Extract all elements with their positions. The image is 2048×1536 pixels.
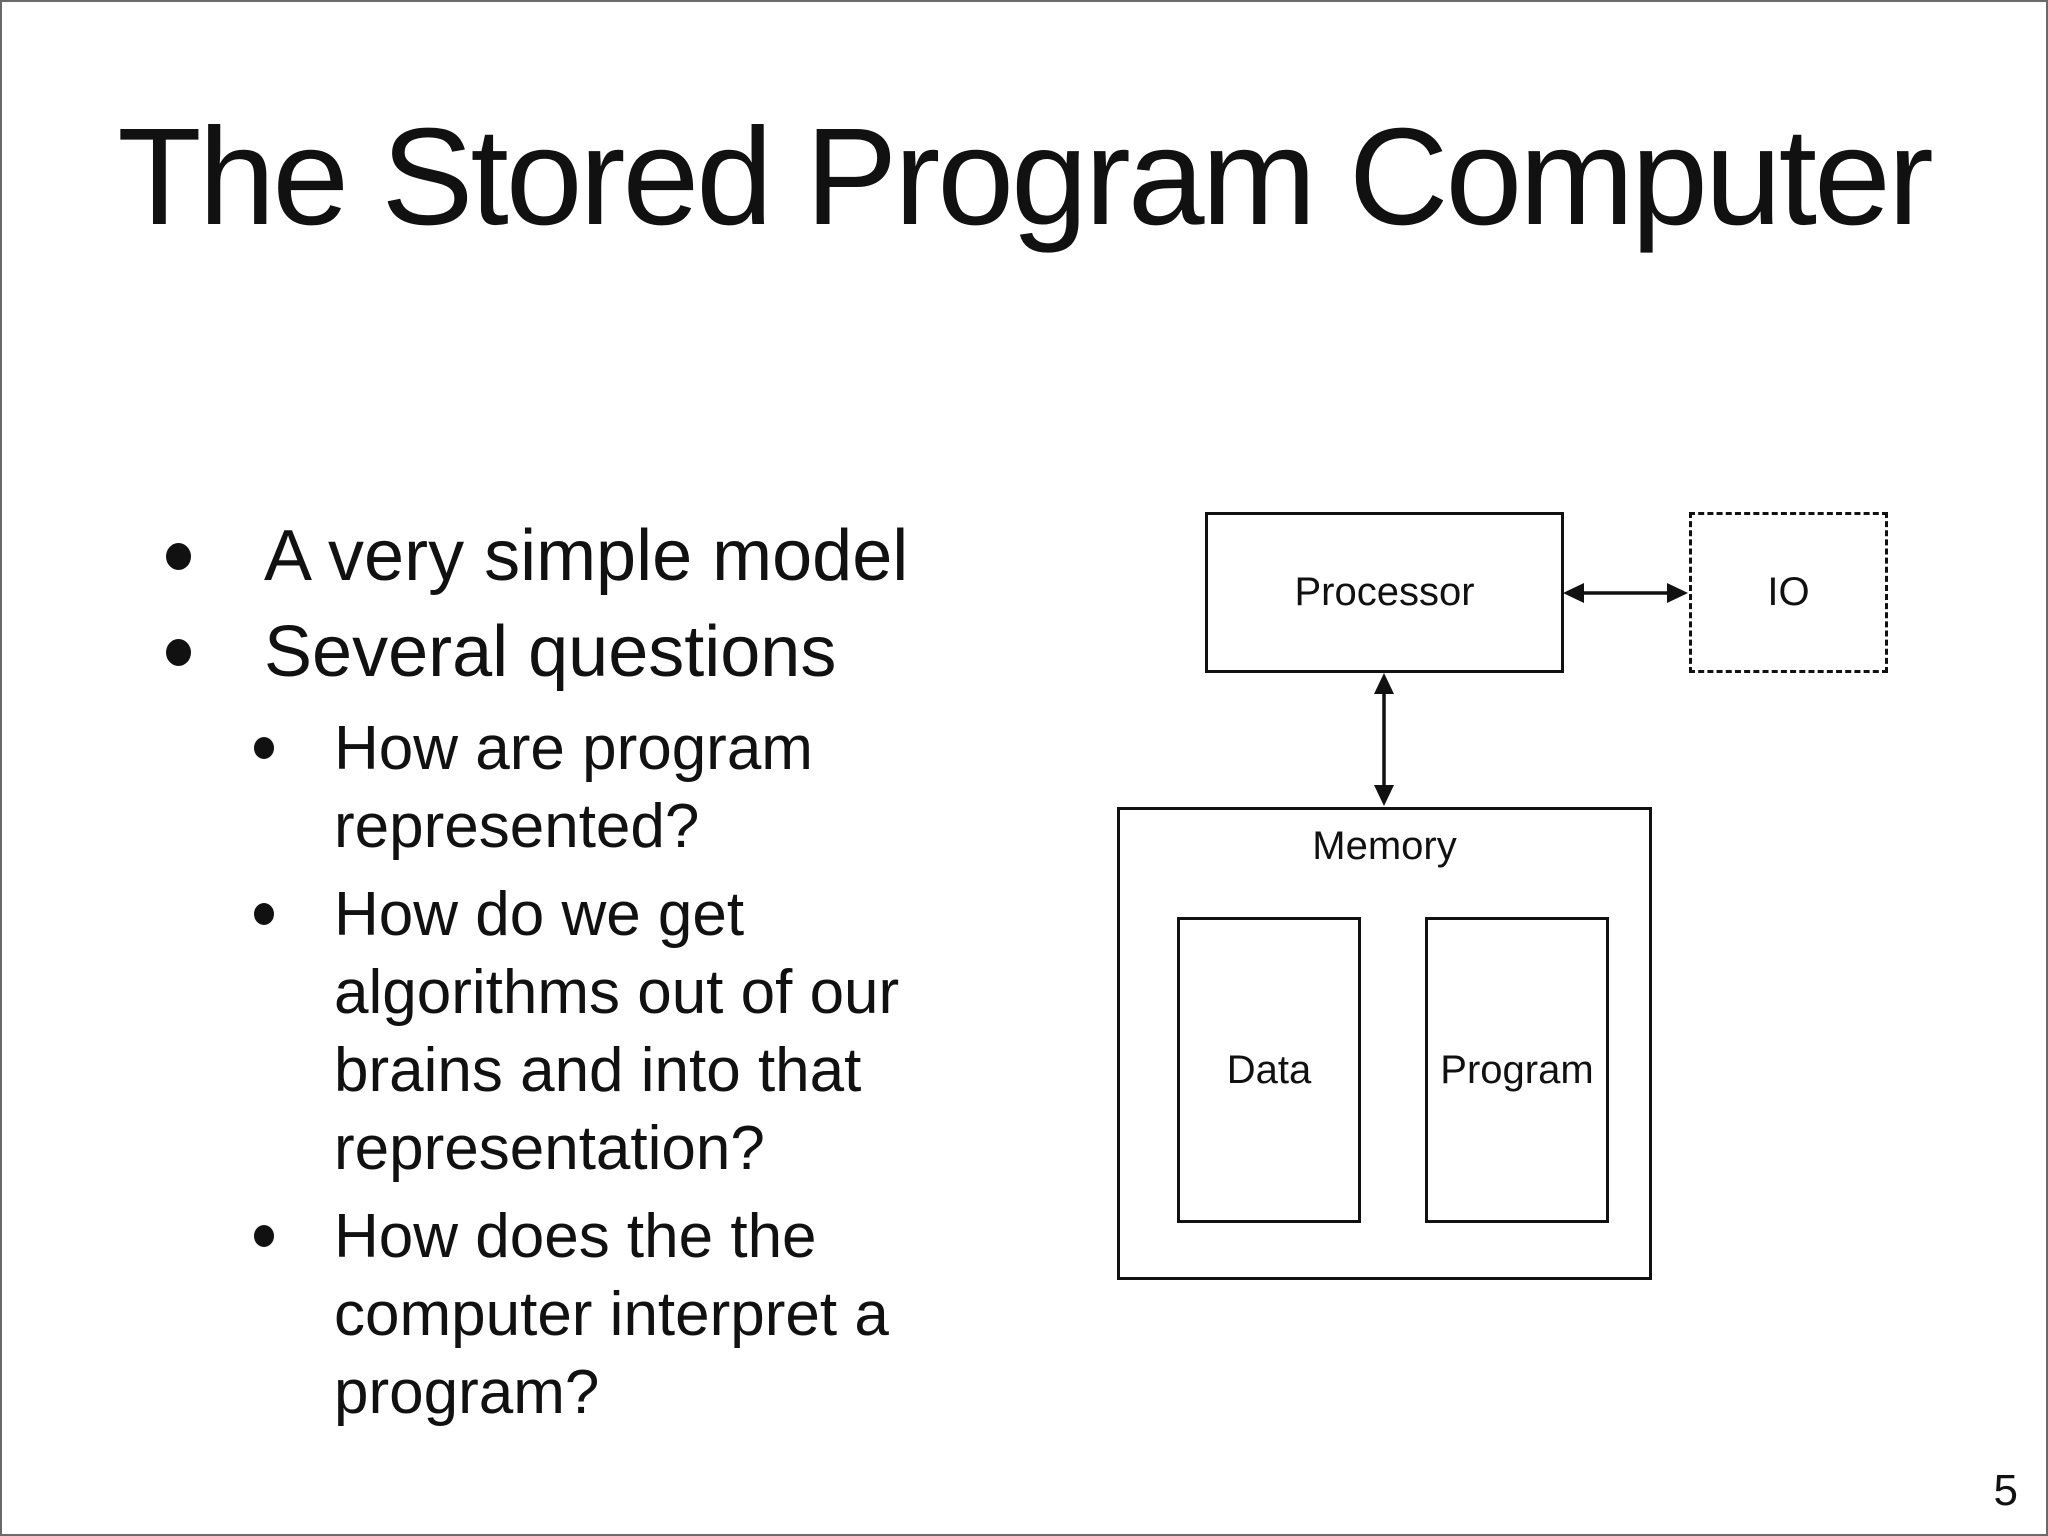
bullet-text-line: representation?	[334, 1114, 765, 1183]
processor-io-arrow-icon	[1563, 583, 1688, 603]
page-number: 5	[1993, 1466, 2018, 1515]
bullet-text: Several questions	[264, 612, 837, 692]
bullet-text-line: How do we get	[334, 880, 745, 949]
program-box: Program	[1425, 917, 1609, 1223]
bullet-dot-icon	[166, 639, 191, 666]
processor-memory-arrow-icon	[1374, 673, 1394, 806]
io-box: IO	[1689, 512, 1888, 673]
list-item: How does the the computer interpret a pr…	[152, 1198, 1072, 1432]
list-item: How are program represented?	[152, 710, 1072, 866]
processor-label: Processor	[1294, 570, 1475, 614]
bullet-text-line: How does the the	[334, 1202, 817, 1271]
bullet-text-line: represented?	[334, 792, 700, 861]
bullet-text-line: brains and into that	[334, 1036, 862, 1105]
slide-title: The Stored Program Computer	[117, 100, 1933, 254]
bullet-text: A very simple model	[264, 516, 909, 596]
list-item: Several questions	[152, 604, 1072, 700]
bullet-dot-icon	[166, 543, 191, 570]
list-item: How do we get algorithms out of our brai…	[152, 876, 1072, 1188]
bullet-text-line: program?	[334, 1358, 600, 1427]
bullet-dot-icon	[254, 1225, 274, 1247]
bullet-text-line: computer interpret a	[334, 1280, 889, 1349]
processor-box: Processor	[1205, 512, 1564, 673]
data-box: Data	[1177, 917, 1361, 1223]
bullet-dot-icon	[254, 903, 274, 925]
memory-label: Memory	[1312, 824, 1457, 868]
bullet-dot-icon	[254, 737, 274, 759]
io-label: IO	[1767, 570, 1810, 614]
list-item: A very simple model	[152, 508, 1072, 604]
bullet-text-line: algorithms out of our	[334, 958, 900, 1027]
bullet-text-line: How are program	[334, 714, 813, 783]
program-label: Program	[1440, 1047, 1594, 1092]
data-label: Data	[1226, 1047, 1312, 1092]
bullet-list: A very simple model Several questions Ho…	[152, 508, 1072, 1432]
